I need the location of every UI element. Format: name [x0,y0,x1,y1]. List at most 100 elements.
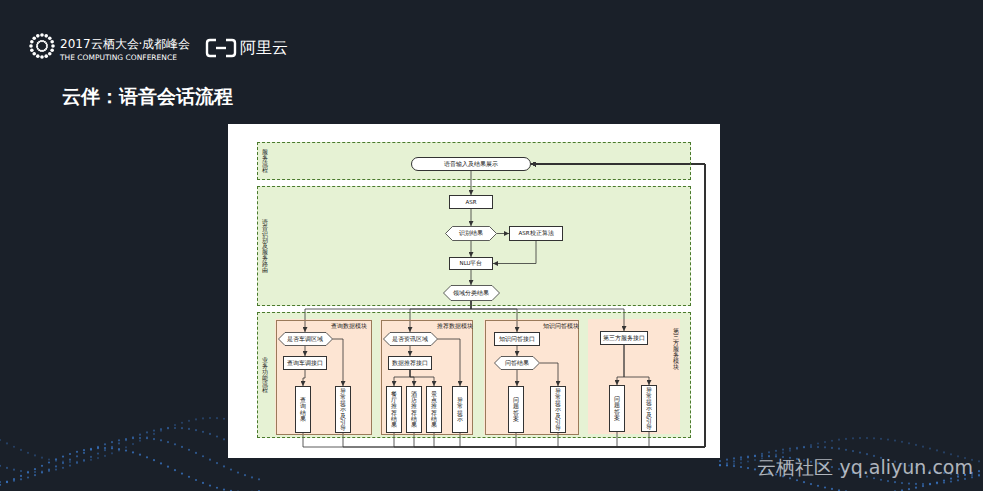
wave-dot [0,439,1,441]
wave-dot [908,482,910,484]
wave-dot [782,448,784,450]
conference-subtitle: THE COMPUTING CONFERENCE [60,53,177,62]
wave-dot [845,490,847,491]
wave-dot [125,438,127,440]
region-fill [257,312,691,438]
wave-dot [936,482,938,484]
wave-dot [83,452,85,454]
wave-dot [104,447,106,449]
wave-dot [6,481,8,483]
wave-dot [922,485,924,487]
flow-arrow [305,346,306,356]
node-label: 查询车调接口 [287,360,323,367]
wave-dot [740,458,742,460]
wave-dot [209,459,211,461]
logo-dot [48,52,52,56]
wave-dot [41,465,43,467]
wave-dot [20,470,22,472]
wave-dot [139,437,141,439]
wave-dot [929,447,931,449]
wave-dot [796,447,798,449]
wave-dot [950,480,952,482]
wave-dot [894,481,896,483]
wave-dot [824,446,826,448]
logo-dash [216,47,226,49]
wave-dot [20,449,22,451]
wave-dot [6,481,8,483]
wave-dot [13,446,15,448]
node-label: 是否车调区域 [287,336,323,343]
wave-dot [13,469,15,471]
wave-dot [859,451,861,453]
wave-dot [69,453,71,455]
wave-dot [789,447,791,449]
logo-dot [36,46,38,48]
node-label: 景点推荐结果 [431,391,437,427]
wave-dot [20,475,22,477]
wave-dot [810,444,812,446]
logo-dot [36,34,40,38]
wave-dot [258,490,260,491]
module-box: 查询数据模块是否车调区域查询车调接口查询结果异常提示及引导 [276,320,372,435]
logo-bracket [226,40,235,56]
wave-dot [48,461,50,463]
wave-dot [915,483,917,485]
wave-dot [216,435,218,437]
wave-dot [132,437,134,439]
wave-dot [782,452,784,454]
wave-dot [810,483,812,485]
wave-dot [251,476,253,478]
wave-dot [202,455,204,457]
region-fill [257,142,691,180]
diamond-shape [383,333,437,346]
wave-dot [929,483,931,485]
wave-dot [754,455,756,457]
wave-dot [125,449,127,451]
node-label: NLU平台 [460,260,483,267]
wave-dot [237,471,239,473]
flow-arrow [517,346,518,356]
wave-dot [104,449,106,451]
wave-dot [915,487,917,489]
wave-dot [950,453,952,455]
logo-dot [46,44,48,46]
wave-dot [216,417,218,419]
wave-dot [957,479,959,481]
wave-dot [174,443,176,445]
wave-dot [880,479,882,481]
result-box: 酒店推荐结果 [406,386,422,433]
conference-name: 2017云栖大会·成都峰会 [60,36,190,53]
diamond-shape [446,227,497,241]
wave-dot [747,467,749,469]
wave-dot [223,465,225,467]
wave-dot [223,438,225,440]
wave-dot [740,466,742,468]
wave-dot [852,450,854,452]
wave-dot [852,437,854,439]
wave-dot [195,452,197,454]
wave-dot [0,484,1,486]
wave-dot [118,448,120,450]
wave-dot [880,438,882,440]
region-fill [588,319,680,434]
wave-dot [167,441,169,443]
wave-dot [132,451,134,453]
wave-dot [775,450,777,452]
wave-dot [90,459,92,461]
wave-dot [754,468,756,470]
swimlane-band: 业务功能流程查询数据模块是否车调区域查询车调接口查询结果异常提示及引导推荐数据模… [257,312,691,438]
process-box: 知识问答接口 [494,332,540,346]
wave-dot [62,467,64,469]
wave-dot [55,458,57,460]
wave-dot [726,459,728,461]
wave-dot [943,451,945,453]
diamond-shape [278,333,332,346]
wave-dot [167,427,169,429]
wave-dot [908,442,910,444]
region-fill [380,319,472,434]
wave-dot [873,437,875,439]
wave-dot [894,490,896,491]
logo-dot [32,36,36,40]
result-box: 查询结果 [295,386,311,433]
wave-dot [34,468,36,470]
